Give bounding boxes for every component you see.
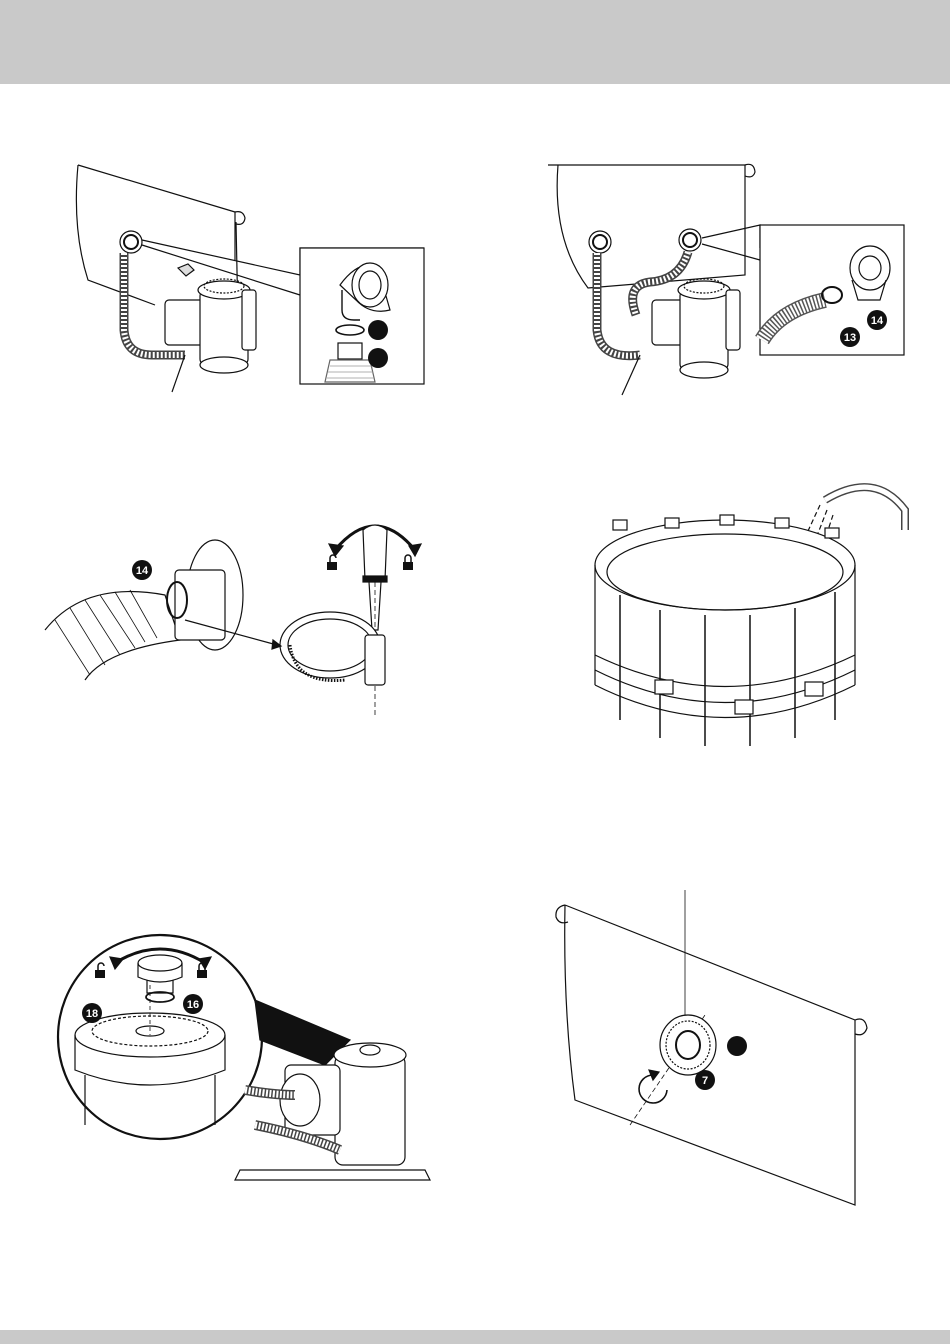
svg-text:16: 16	[187, 999, 199, 1011]
lock-icon	[403, 555, 413, 570]
illustration-hose-clamp: 14	[45, 500, 445, 725]
svg-text:13: 13	[844, 332, 856, 344]
svg-text:18: 18	[86, 1008, 98, 1020]
illustration-filter-valve: 18 16	[55, 925, 440, 1190]
illustration-fill-pool	[575, 470, 915, 755]
svg-text:7: 7	[702, 1075, 708, 1087]
header-band	[0, 0, 950, 84]
unlock-icon	[327, 555, 337, 570]
illustration-hose-to-outlet	[60, 150, 440, 410]
footer-band	[0, 1330, 950, 1344]
illustration-strainer: 7	[545, 890, 885, 1220]
svg-text:14: 14	[136, 565, 149, 577]
svg-text:14: 14	[871, 315, 884, 327]
illustration-hose-to-inlet: 13 14	[540, 150, 910, 410]
rotate-arrow-icon	[639, 1070, 667, 1103]
